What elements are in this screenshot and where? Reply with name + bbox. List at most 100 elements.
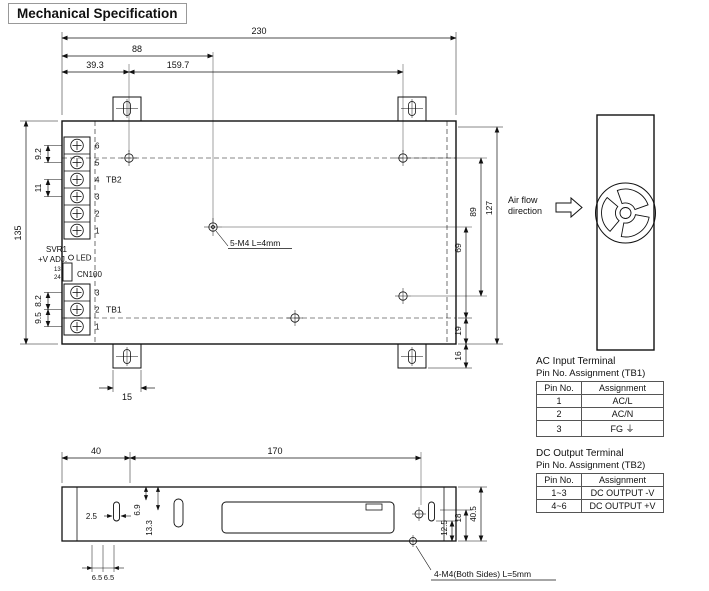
dim-9-2: 9.2 (33, 148, 43, 160)
dim-170: 170 (267, 446, 282, 456)
label-v-adj: +V ADJ. (38, 255, 67, 264)
dim-11: 11 (33, 183, 43, 192)
ac-header-assignment: Assignment (581, 381, 664, 395)
dc-header-assignment: Assignment (581, 473, 664, 487)
dim-230: 230 (251, 26, 266, 36)
side-case-outline (596, 114, 655, 351)
dim-135: 135 (13, 225, 23, 240)
tb2-pin-5: 5 (95, 159, 100, 168)
dim-69: 69 (453, 243, 463, 253)
ac-assign-2: AC/N (581, 407, 664, 421)
bottom-case-outline (61, 486, 457, 542)
dim-lines-bottom-view-top (61, 452, 422, 505)
table-row: 1~3 DC OUTPUT -V (536, 486, 664, 500)
screw-note-leader (215, 230, 292, 249)
dim-8-2: 8.2 (33, 295, 43, 307)
ac-pin-3: 3 (536, 420, 582, 437)
label-led: LED (76, 254, 92, 263)
label-tb1: TB1 (106, 305, 122, 315)
dim-lines-6-5 (82, 545, 124, 572)
dim-127: 127 (484, 201, 494, 215)
dim-lines-bottom-view-right (436, 486, 487, 542)
led-icon (68, 254, 74, 261)
dim-lines-top (61, 32, 457, 222)
table-row: 4~6 DC OUTPUT +V (536, 499, 664, 513)
tb1-terminal-block (63, 283, 91, 336)
table-row: 2 AC/N (536, 407, 664, 421)
mounting-tab-top-right (397, 96, 427, 122)
dim-89: 89 (468, 207, 478, 217)
slot-oval (173, 498, 184, 528)
cn100-connector (62, 262, 73, 282)
dim-6-9: 6.9 (133, 504, 142, 516)
dc-assign-pos: DC OUTPUT +V (581, 499, 664, 513)
ac-pin-2: 2 (536, 407, 582, 421)
ac-assign-1: AC/L (581, 394, 664, 408)
tb2-pin-2: 2 (95, 210, 100, 219)
dim-18: 18 (454, 513, 463, 522)
slot-right (428, 501, 435, 522)
ac-assign-3: FG ⏚ (581, 420, 664, 437)
fan-icon (595, 182, 656, 244)
side-view: Air flow direction (508, 114, 656, 351)
dim-39-3: 39.3 (86, 60, 104, 70)
label-air-flow-line1: Air flow (508, 195, 538, 205)
tb2-terminal-block (63, 136, 91, 240)
ac-table: Pin No. Assignment 1 AC/L 2 AC/N 3 FG ⏚ (536, 381, 664, 437)
dim-88: 88 (132, 44, 142, 54)
dim-159-7: 159.7 (167, 60, 190, 70)
dim-40: 40 (91, 446, 101, 456)
dc-table-title: DC Output Terminal (536, 448, 624, 459)
note-4-m4: 4-M4(Both Sides) L=5mm (434, 569, 531, 579)
m4-hole-bottom-center (287, 310, 303, 326)
dc-header-pin: Pin No. (536, 473, 582, 487)
dim-19: 19 (453, 326, 463, 336)
ac-pin-1: 1 (536, 394, 582, 408)
m4-bottom-hole (407, 535, 419, 547)
cn100-pin-13: 13 (54, 267, 61, 273)
slot-left (113, 501, 120, 522)
ac-table-title: AC Input Terminal (536, 356, 616, 367)
dim-2-5: 2.5 (86, 512, 98, 521)
m4-hole-top-right (395, 150, 411, 166)
bottom-screw-note-leader (415, 545, 556, 581)
mounting-tab-bottom-left (112, 343, 142, 369)
m4-side-hole (412, 507, 426, 521)
mounting-tab-top-left (112, 96, 142, 122)
label-notch (365, 503, 383, 511)
mounting-tab-bottom-right (397, 343, 427, 369)
label-tb2: TB2 (106, 175, 122, 185)
label-cn100: CN100 (77, 270, 102, 279)
dim-12-5: 12.5 (440, 520, 449, 536)
bottom-view: 40 170 2.5 6.9 13.3 (61, 446, 556, 582)
ac-input-terminal-block: AC Input Terminal Pin No. Assignment (TB… (536, 356, 664, 437)
dc-table-subtitle: Pin No. Assignment (TB2) (536, 460, 646, 471)
tb1-pin-1: 1 (95, 323, 100, 332)
tb2-pin-3: 3 (95, 193, 100, 202)
dc-pin-1-3: 1~3 (536, 486, 582, 500)
table-row: 3 FG ⏚ (536, 420, 664, 437)
tb2-pin-1: 1 (95, 227, 100, 236)
dim-lines-bottom-tab (99, 370, 155, 392)
top-view: 5-M4 L=4mm 6 5 (13, 26, 503, 402)
dim-lines-left (20, 120, 62, 345)
tb1-pin-2: 2 (95, 306, 100, 315)
tb1-pin-3: 3 (95, 289, 100, 298)
label-air-flow-line2: direction (508, 206, 542, 216)
tb2-pin-6: 6 (95, 142, 100, 151)
ac-header-pin: Pin No. (536, 381, 582, 395)
case-outline (61, 120, 457, 345)
dim-16: 16 (453, 351, 463, 361)
dim-6-5-b: 6.5 (104, 573, 114, 582)
dim-15: 15 (122, 392, 132, 402)
label-recess (221, 501, 395, 534)
dim-lines-right (222, 126, 503, 369)
dc-pin-4-6: 4~6 (536, 499, 582, 513)
cn100-pin-24: 24 (54, 275, 61, 281)
dim-lines-bottom-view-small (104, 486, 161, 519)
m4-hole-top-left (121, 150, 137, 166)
airflow-arrow-icon (555, 196, 583, 219)
dim-13-3: 13.3 (145, 520, 154, 536)
